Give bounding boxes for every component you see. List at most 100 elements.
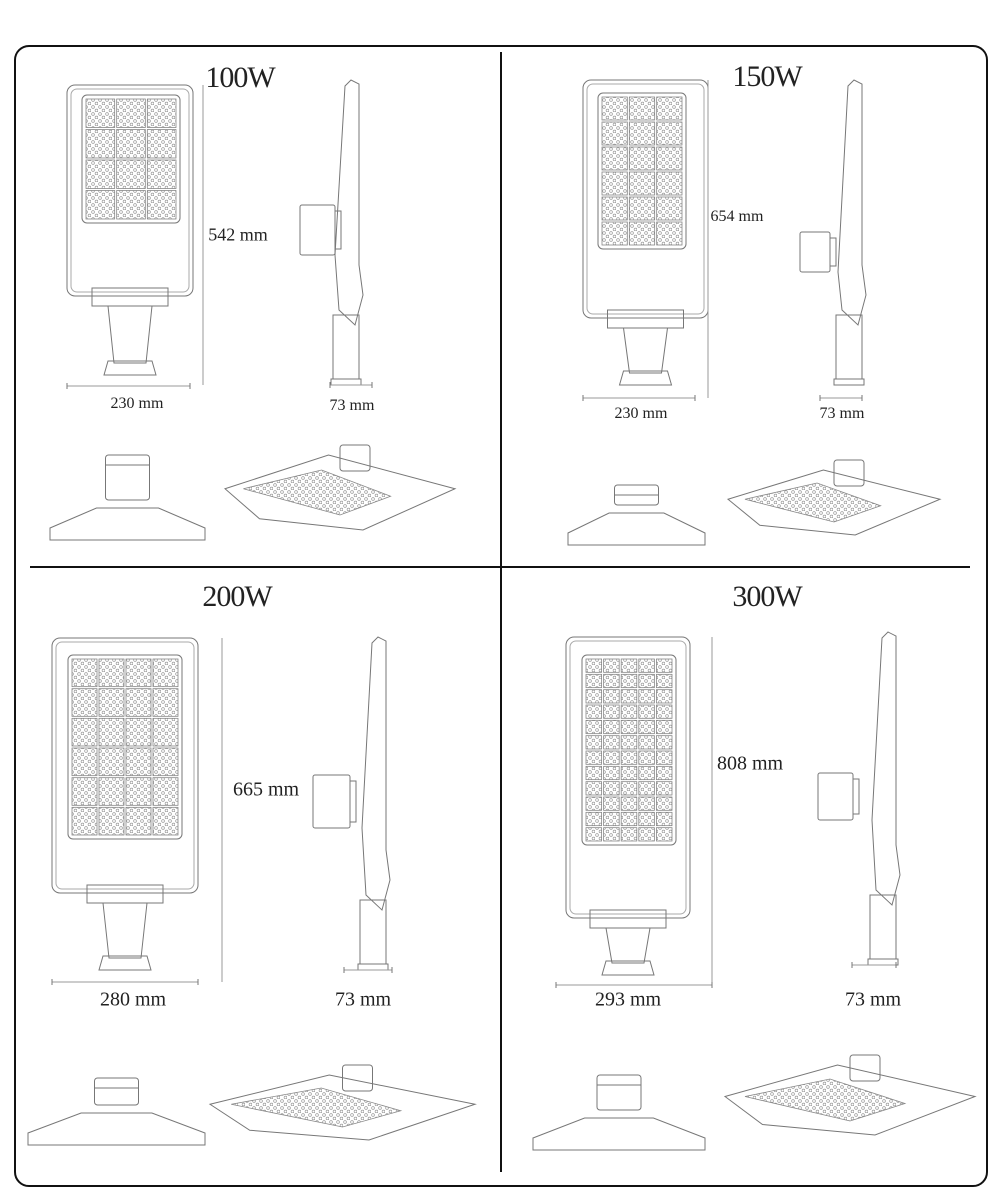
led-cell xyxy=(585,673,603,689)
led-cell xyxy=(628,96,656,121)
iso-base xyxy=(27,1112,206,1146)
led-cell xyxy=(603,796,620,811)
led-cell xyxy=(656,735,673,750)
led-cell xyxy=(656,765,673,781)
led-cell xyxy=(620,827,638,842)
front-perspective-view xyxy=(27,1077,206,1146)
angled-photocell xyxy=(339,444,371,472)
led-cell xyxy=(656,827,673,842)
led-cell xyxy=(638,827,655,842)
led-cell xyxy=(585,735,603,750)
photocell-ring xyxy=(829,237,837,267)
angled-led-panel xyxy=(231,1087,403,1128)
led-cell xyxy=(620,658,638,673)
height-dimension: 808 mm xyxy=(716,752,784,775)
led-cell xyxy=(116,129,146,159)
led-cell xyxy=(125,806,152,836)
angled-housing xyxy=(208,1074,477,1141)
led-cell xyxy=(98,658,125,688)
led-cell xyxy=(125,688,152,717)
led-cell xyxy=(628,146,656,171)
lamp-body-inner xyxy=(586,83,705,315)
led-cell xyxy=(638,689,655,704)
photocell-ring xyxy=(349,780,357,823)
depth-dimension: 73 mm xyxy=(329,397,375,414)
pole-adapter xyxy=(605,927,651,964)
led-cell xyxy=(656,811,673,827)
iso-photocell xyxy=(94,1077,139,1106)
side-adapter-base xyxy=(330,378,362,386)
panel-title: 200W xyxy=(202,580,272,613)
led-cell xyxy=(656,96,683,121)
led-cell xyxy=(656,121,683,146)
led-cell xyxy=(656,673,673,689)
led-cell xyxy=(638,673,655,689)
side-housing xyxy=(361,636,391,911)
pole-adapter xyxy=(107,305,153,364)
panel-drawing-200w xyxy=(27,636,477,1146)
led-cell xyxy=(628,221,656,246)
led-cell xyxy=(638,781,655,796)
led-cell xyxy=(620,689,638,704)
mount-bracket xyxy=(91,287,169,307)
width-dimension: 293 mm xyxy=(594,988,662,1011)
front-perspective-view xyxy=(567,484,706,546)
led-cell xyxy=(125,747,152,777)
panel-drawing-100w xyxy=(49,79,457,541)
led-cell xyxy=(628,196,656,221)
led-cell xyxy=(71,717,98,747)
led-cell xyxy=(585,796,603,811)
photocell-cap xyxy=(799,231,831,273)
led-cell xyxy=(146,129,177,159)
iso-photocell xyxy=(596,1074,642,1111)
led-cell xyxy=(152,688,179,717)
led-cell xyxy=(146,159,177,189)
angled-led-panel xyxy=(243,469,392,516)
panel-title: 300W xyxy=(732,580,802,613)
led-cell xyxy=(638,811,655,827)
led-cell xyxy=(152,777,179,806)
side-housing xyxy=(334,79,364,326)
led-cell xyxy=(620,673,638,689)
led-cell xyxy=(98,717,125,747)
led-cell xyxy=(98,777,125,806)
width-dimension: 230 mm xyxy=(614,405,668,422)
led-cell xyxy=(146,98,177,128)
lamp-body-inner xyxy=(70,88,190,293)
led-cell xyxy=(628,121,656,146)
lamp-body-inner xyxy=(55,641,195,890)
led-cell xyxy=(85,190,116,220)
depth-dimension: 73 mm xyxy=(844,988,902,1011)
led-cell xyxy=(71,688,98,717)
led-cell xyxy=(125,717,152,747)
led-cell xyxy=(620,765,638,781)
led-cell xyxy=(620,719,638,735)
iso-base xyxy=(567,512,706,546)
led-cell xyxy=(638,765,655,781)
led-cell xyxy=(603,750,620,765)
angled-perspective-view xyxy=(726,459,942,536)
lamp-body xyxy=(66,84,194,297)
iso-base xyxy=(532,1117,706,1151)
led-cell xyxy=(603,673,620,689)
led-cell xyxy=(85,129,116,159)
led-cell xyxy=(638,658,655,673)
led-module-frame xyxy=(67,654,183,840)
led-cell xyxy=(603,765,620,781)
side-adapter-base xyxy=(867,958,899,966)
led-cell xyxy=(638,750,655,765)
led-cell xyxy=(85,98,116,128)
led-cell xyxy=(620,750,638,765)
led-cell xyxy=(656,796,673,811)
height-dimension: 665 mm xyxy=(232,778,300,801)
side-housing xyxy=(871,631,901,906)
led-cell xyxy=(98,688,125,717)
photocell-ring xyxy=(334,210,342,250)
photocell-ring xyxy=(852,778,860,815)
led-cell xyxy=(603,811,620,827)
led-cell xyxy=(620,781,638,796)
led-cell xyxy=(98,806,125,836)
led-cell xyxy=(638,735,655,750)
pole-adapter-base xyxy=(601,960,655,976)
